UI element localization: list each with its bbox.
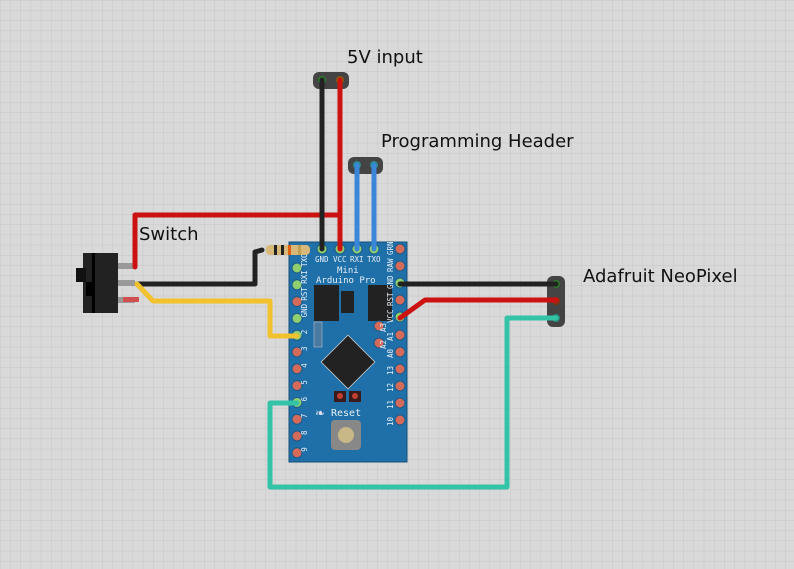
pin-right-A0[interactable] (394, 346, 406, 358)
pin-right-11[interactable] (394, 397, 406, 409)
pin-label: RAW (386, 258, 395, 272)
pin-label: 3 (300, 346, 309, 351)
pin-right-12[interactable] (394, 380, 406, 392)
pin-label: GND (315, 255, 329, 264)
pin-label: RST (300, 287, 309, 301)
board-name-line1: Mini (337, 266, 359, 276)
pin-right-A1[interactable] (394, 329, 406, 341)
pin-label: A0 (386, 348, 395, 358)
wire-red-neopixel-vcc[interactable] (397, 297, 559, 321)
pin-label: 2 (300, 330, 309, 335)
pin-right-GRN[interactable] (394, 243, 406, 255)
label-programming-header: Programming Header (381, 131, 574, 152)
pin-left-8[interactable] (291, 430, 303, 442)
pin-label: A2 (379, 340, 388, 349)
slide-switch[interactable] (76, 253, 139, 313)
sparkfun-flame-icon: ❧ (315, 406, 325, 420)
pin-label: GND (386, 275, 395, 289)
pin-label: RXI (350, 255, 364, 264)
pin-left-RXI[interactable] (291, 279, 303, 291)
pin-label: GRN (386, 241, 395, 255)
board-name-line2: Arduino Pro (316, 276, 376, 286)
pin-label: 8 (300, 430, 309, 435)
wire-black-switch-resistor[interactable] (134, 247, 265, 287)
reset-label: Reset (331, 408, 361, 419)
pin-right-A3[interactable] (373, 320, 385, 332)
label-neopixel: Adafruit NeoPixel (583, 266, 738, 287)
pin-label: A3 (379, 323, 388, 332)
pin-label: GND (300, 303, 309, 317)
pin-label: 10 (386, 416, 395, 426)
pin-label: 11 (386, 400, 395, 409)
pin-left-5[interactable] (291, 380, 303, 392)
pin-label: VCC (386, 309, 395, 323)
label-switch: Switch (139, 224, 199, 245)
pin-left-3[interactable] (291, 346, 303, 358)
pin-right-10[interactable] (394, 414, 406, 426)
pin-label: 4 (300, 363, 309, 368)
wire-red-power-switch[interactable] (132, 212, 343, 270)
pin-label: 12 (386, 383, 395, 392)
pin-label: 13 (386, 366, 395, 375)
pin-right-RAW[interactable] (394, 260, 406, 272)
pin-label: RXI (300, 270, 309, 284)
pin-label: VCC (333, 255, 347, 264)
pin-left-4[interactable] (291, 363, 303, 375)
resistor[interactable] (266, 245, 310, 255)
pin-label: 5 (300, 380, 309, 385)
wire-yellow-switch-pin2[interactable] (134, 281, 300, 339)
pin-label: RST (386, 292, 395, 306)
pin-left-TXO[interactable] (291, 262, 303, 274)
pin-right-13[interactable] (394, 363, 406, 375)
label-5v-input: 5V input (347, 47, 423, 68)
pin-left-RST[interactable] (291, 296, 303, 308)
power-header[interactable] (313, 72, 349, 89)
pin-label: 9 (300, 447, 309, 452)
pin-left-GND[interactable] (291, 312, 303, 324)
wire-teal-neopixel-data[interactable] (267, 315, 559, 490)
pin-right-A2[interactable] (373, 337, 385, 349)
pin-label: 7 (300, 414, 309, 419)
programming-header[interactable] (348, 157, 383, 174)
pin-label: TXO (300, 253, 309, 267)
pin-left-7[interactable] (291, 413, 303, 425)
pin-label: 6 (300, 396, 309, 401)
pin-left-9[interactable] (291, 447, 303, 459)
pin-right-RST[interactable] (394, 294, 406, 306)
pin-label: A1 (386, 332, 395, 341)
pin-label: TXO (367, 255, 381, 264)
